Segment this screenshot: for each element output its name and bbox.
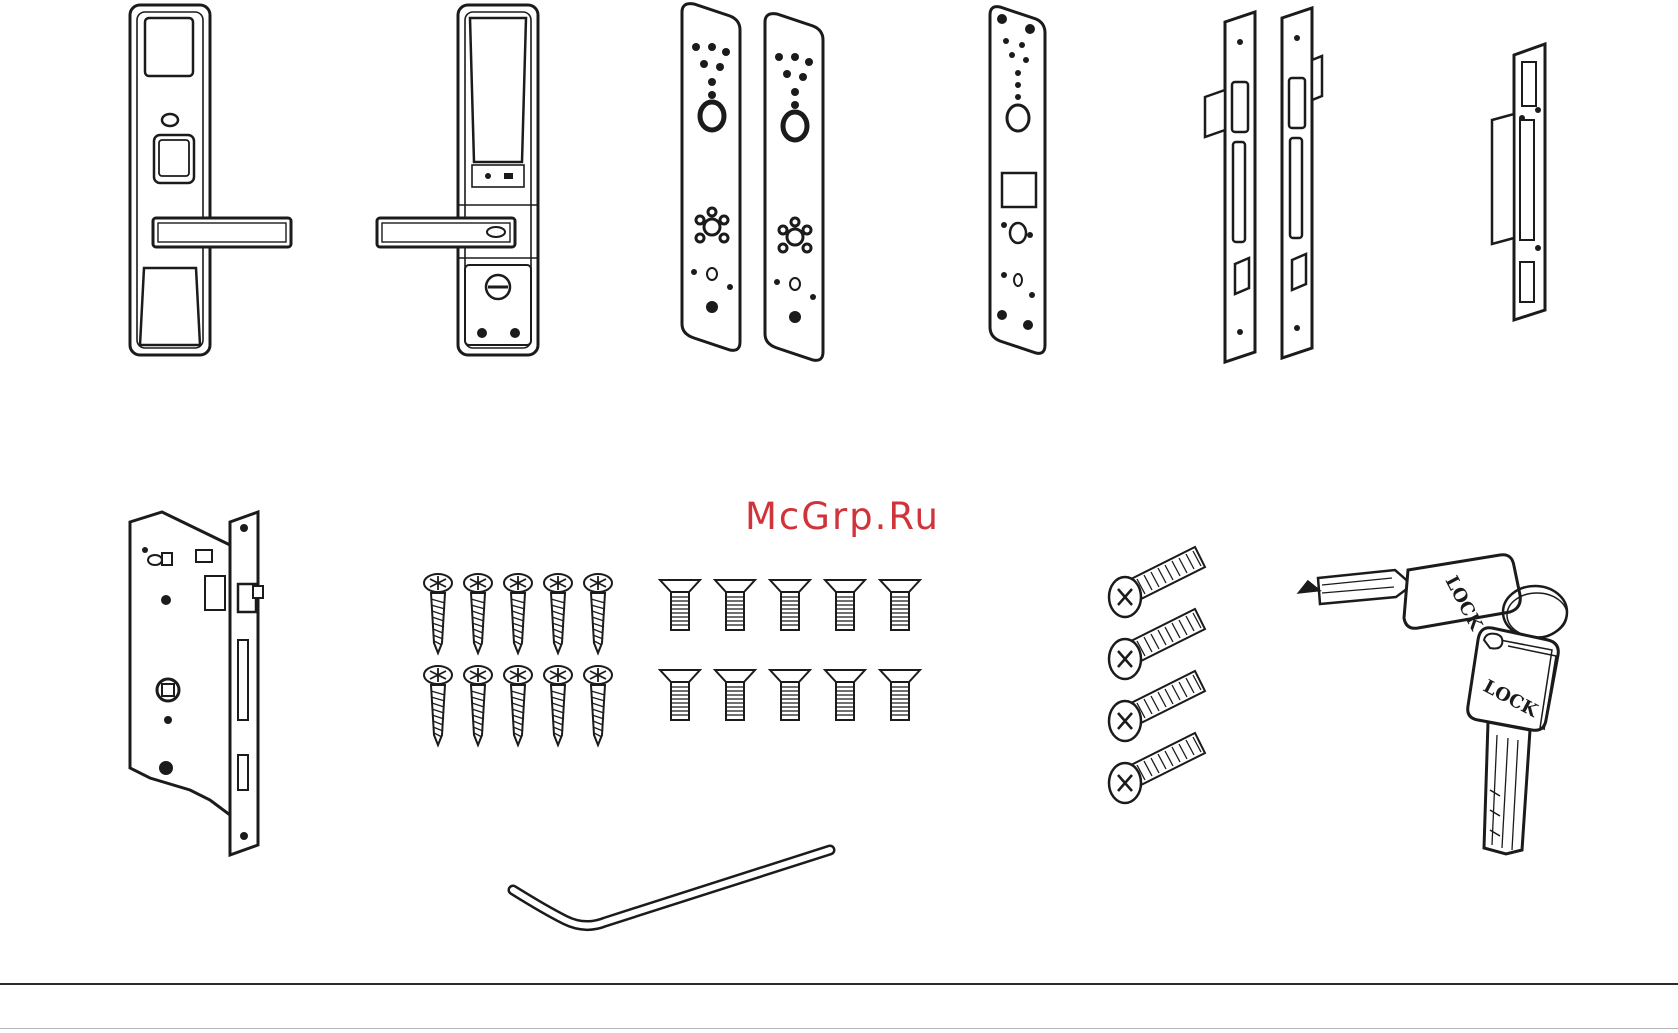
- strike-box-icon: [1492, 44, 1545, 320]
- strike-plate-pair-icon: [1205, 8, 1322, 362]
- lock-front-panel-icon: [130, 5, 291, 355]
- wood-screw-icon: [424, 574, 612, 745]
- watermark-text: McGrp.Ru: [745, 495, 940, 538]
- connecting-bolt-icon: [1109, 547, 1205, 803]
- mortise-lock-body-icon: [130, 512, 263, 855]
- inner-mounting-plate-icon: [990, 7, 1045, 354]
- lock-back-panel-icon: [377, 5, 538, 355]
- spindle-bar-icon: [513, 850, 830, 926]
- footer-divider: [0, 983, 1678, 985]
- mounting-plate-pair-icon: [682, 4, 823, 361]
- key-set-icon: LOCK LOCK: [1300, 555, 1567, 854]
- countersunk-screw-icon: [660, 580, 920, 720]
- footer-divider-faint: [0, 1028, 1678, 1029]
